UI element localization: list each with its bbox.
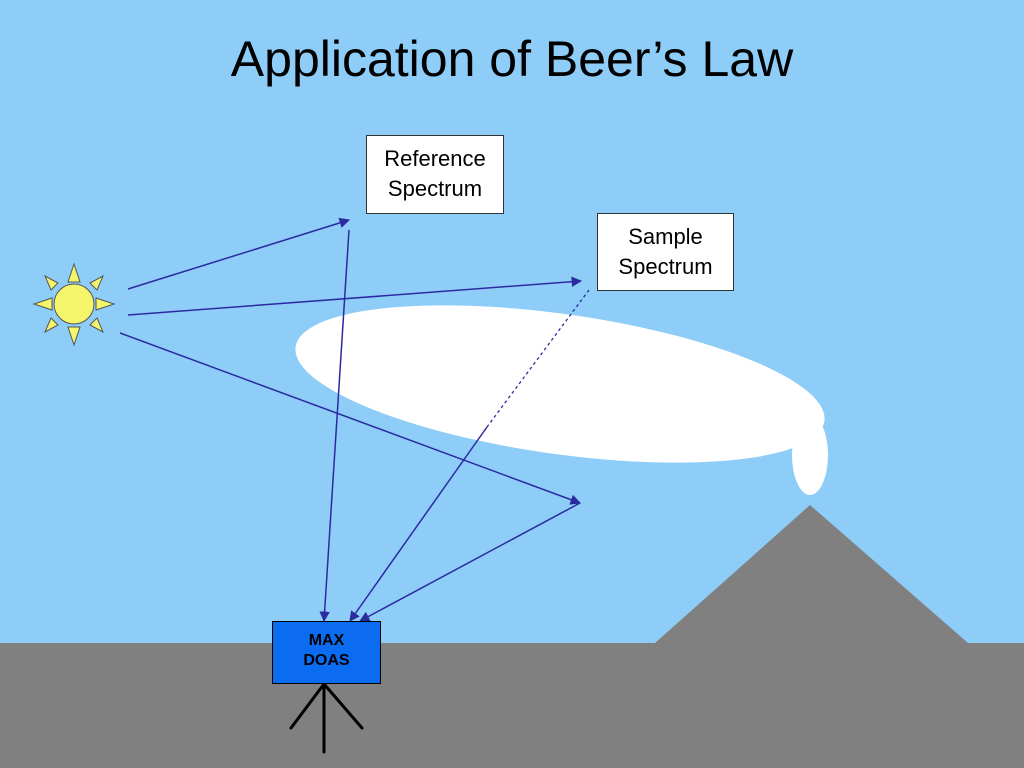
ground: [0, 643, 1024, 768]
instrument-line2: DOAS: [303, 652, 350, 669]
reference-box-line1: Reference: [384, 146, 486, 171]
instrument-line1: MAX: [308, 632, 345, 649]
tripod: [289, 682, 364, 754]
sun-icon: [32, 262, 116, 347]
reference-spectrum-box: Reference Spectrum: [366, 135, 504, 214]
ray-sun-to-sample: [127, 276, 583, 316]
sample-box-line1: Sample: [628, 224, 703, 249]
volcanic-plume: [295, 305, 828, 495]
ray-scatter-to-instrument: [359, 502, 581, 622]
slide-title: Application of Beer’s Law: [230, 31, 794, 87]
ray-sample-to-plume-dashed: [486, 289, 590, 428]
ray-sun-to-reference: [127, 217, 351, 290]
ray-sun-to-scatter-point: [119, 332, 581, 505]
sample-spectrum-box: Sample Spectrum: [597, 213, 734, 291]
volcano: [655, 505, 968, 643]
sample-box-line2: Spectrum: [618, 254, 713, 279]
max-doas-instrument: MAX DOAS: [272, 621, 381, 684]
reference-box-line2: Spectrum: [387, 176, 483, 201]
ray-plume-to-instrument: [349, 426, 488, 622]
ray-reference-to-instrument: [319, 229, 350, 623]
